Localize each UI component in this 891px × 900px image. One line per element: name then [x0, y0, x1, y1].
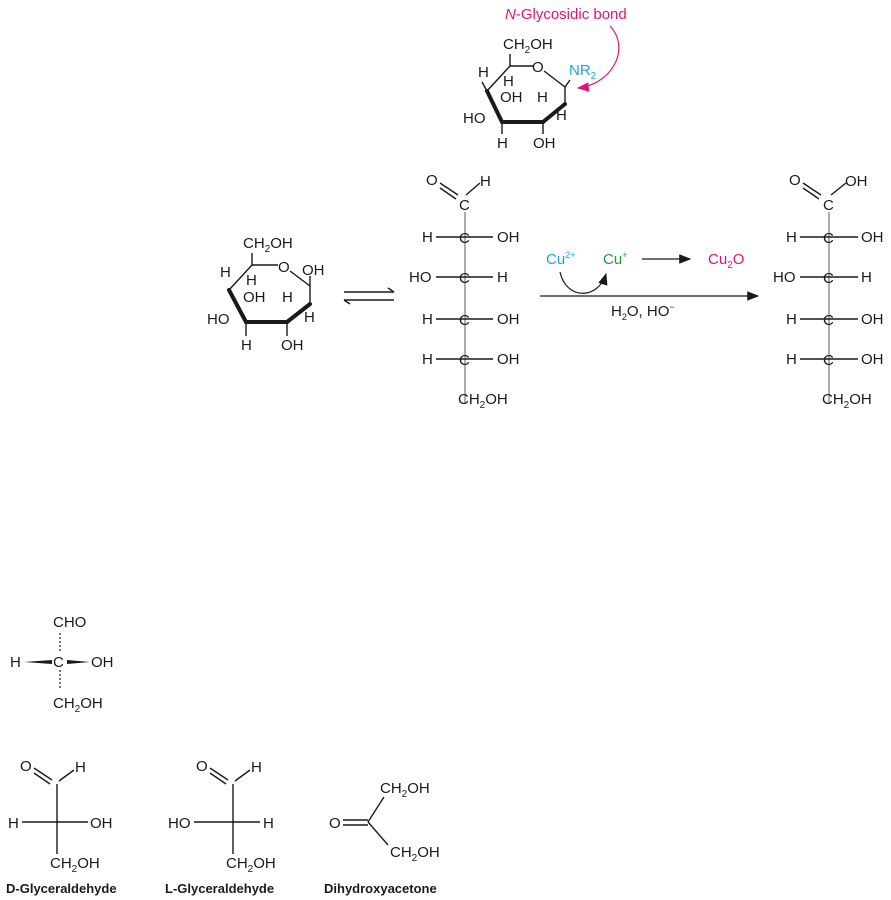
- ch2oh-label: CH2OH: [390, 844, 440, 864]
- svg-text:H: H: [480, 173, 491, 190]
- svg-text:H: H: [786, 229, 797, 246]
- svg-text:C: C: [823, 352, 834, 369]
- cu2o-product: Cu2O: [708, 251, 744, 271]
- svg-text:H: H: [422, 311, 433, 328]
- ch2oh-label: CH2OH: [822, 391, 872, 411]
- dihydroxyacetone: CH2OH O CH2OH Dihydroxyacetone: [324, 780, 440, 896]
- svg-text:C: C: [823, 197, 834, 214]
- curved-arrow: [560, 272, 606, 293]
- svg-text:H: H: [497, 269, 508, 286]
- svg-text:HO: HO: [463, 110, 486, 127]
- svg-text:OH: OH: [91, 654, 114, 671]
- glyceraldehyde-wedge-projection: CHO H C OH CH2OH: [10, 614, 114, 715]
- svg-text:H: H: [861, 269, 872, 286]
- svg-text:H: H: [478, 64, 489, 81]
- cu1-ion: Cu+: [603, 250, 627, 268]
- svg-text:C: C: [459, 312, 470, 329]
- svg-text:O: O: [789, 172, 801, 189]
- svg-text:C: C: [459, 270, 470, 287]
- open-chain-glucose: O H C H C OH HO C H H C OH H C OH CH2OH: [409, 172, 520, 411]
- svg-text:OH: OH: [861, 311, 884, 328]
- n-glycoside-structure: N-Glycosidic bond CH2OH O NR2 H H OH H H…: [463, 6, 627, 152]
- cyclic-glucose: CH2OH O OH H H OH H HO H H OH: [207, 235, 325, 354]
- ch2oh-label: CH2OH: [53, 695, 103, 715]
- svg-text:HO: HO: [168, 815, 191, 832]
- svg-text:OH: OH: [845, 173, 868, 190]
- l-glyceraldehyde-label: L-Glyceraldehyde: [165, 881, 274, 896]
- svg-text:HO: HO: [409, 269, 432, 286]
- svg-text:H: H: [246, 272, 257, 289]
- nr2-group: NR2: [569, 62, 597, 82]
- svg-text:OH: OH: [281, 337, 304, 354]
- svg-text:H: H: [422, 351, 433, 368]
- d-glyceraldehyde: O H H OH CH2OH D-Glyceraldehyde: [6, 758, 117, 896]
- svg-text:H: H: [786, 311, 797, 328]
- ch2oh-label: CH2OH: [50, 855, 100, 875]
- glycosidic-bond-label: N-Glycosidic bond: [505, 6, 627, 23]
- svg-text:O: O: [278, 259, 290, 276]
- svg-text:OH: OH: [243, 289, 266, 306]
- gluconic-acid: O OH C H C OH HO C H H C OH H C OH CH2OH: [773, 172, 884, 411]
- reaction-conditions: H2O, HO−: [611, 302, 675, 322]
- svg-text:O: O: [20, 758, 32, 775]
- svg-text:H: H: [220, 264, 231, 281]
- svg-text:H: H: [241, 337, 252, 354]
- svg-text:H: H: [304, 309, 315, 326]
- svg-text:C: C: [459, 197, 470, 214]
- svg-text:OH: OH: [497, 351, 520, 368]
- svg-text:H: H: [263, 815, 274, 832]
- svg-text:H: H: [75, 759, 86, 776]
- cu2-ion: Cu2+: [546, 250, 575, 268]
- svg-text:H: H: [251, 759, 262, 776]
- ch2oh-label: CH2OH: [226, 855, 276, 875]
- svg-text:OH: OH: [302, 262, 325, 279]
- l-glyceraldehyde: O H HO H CH2OH L-Glyceraldehyde: [165, 758, 276, 896]
- svg-text:C: C: [53, 654, 64, 671]
- ch2oh-label: CH2OH: [503, 36, 553, 56]
- svg-text:H: H: [10, 654, 21, 671]
- svg-text:OH: OH: [497, 229, 520, 246]
- d-glyceraldehyde-label: D-Glyceraldehyde: [6, 881, 117, 896]
- svg-text:O: O: [196, 758, 208, 775]
- svg-text:OH: OH: [861, 229, 884, 246]
- svg-text:H: H: [422, 229, 433, 246]
- svg-text:C: C: [823, 312, 834, 329]
- ring-oxygen: O: [532, 59, 544, 76]
- svg-text:H: H: [8, 815, 19, 832]
- ch2oh-label: CH2OH: [458, 391, 508, 411]
- svg-text:H: H: [537, 89, 548, 106]
- svg-text:OH: OH: [497, 311, 520, 328]
- svg-text:CHO: CHO: [53, 614, 86, 631]
- svg-text:C: C: [459, 230, 470, 247]
- svg-text:H: H: [503, 73, 514, 90]
- svg-text:OH: OH: [500, 89, 523, 106]
- svg-text:O: O: [329, 815, 341, 832]
- svg-text:C: C: [823, 270, 834, 287]
- svg-text:H: H: [556, 107, 567, 124]
- svg-text:H: H: [282, 289, 293, 306]
- svg-text:OH: OH: [90, 815, 113, 832]
- ch2oh-label: CH2OH: [243, 235, 293, 255]
- svg-text:OH: OH: [533, 135, 556, 152]
- ch2oh-label: CH2OH: [380, 780, 430, 800]
- svg-text:C: C: [459, 352, 470, 369]
- svg-text:HO: HO: [773, 269, 796, 286]
- oxidation-reaction: Cu2+ Cu+ Cu2O H2O, HO−: [540, 250, 758, 322]
- svg-text:O: O: [426, 172, 438, 189]
- svg-text:C: C: [823, 230, 834, 247]
- svg-text:OH: OH: [861, 351, 884, 368]
- equilibrium-arrows: [344, 288, 394, 304]
- svg-text:H: H: [497, 135, 508, 152]
- svg-text:H: H: [786, 351, 797, 368]
- svg-text:HO: HO: [207, 311, 230, 328]
- dihydroxyacetone-label: Dihydroxyacetone: [324, 881, 437, 896]
